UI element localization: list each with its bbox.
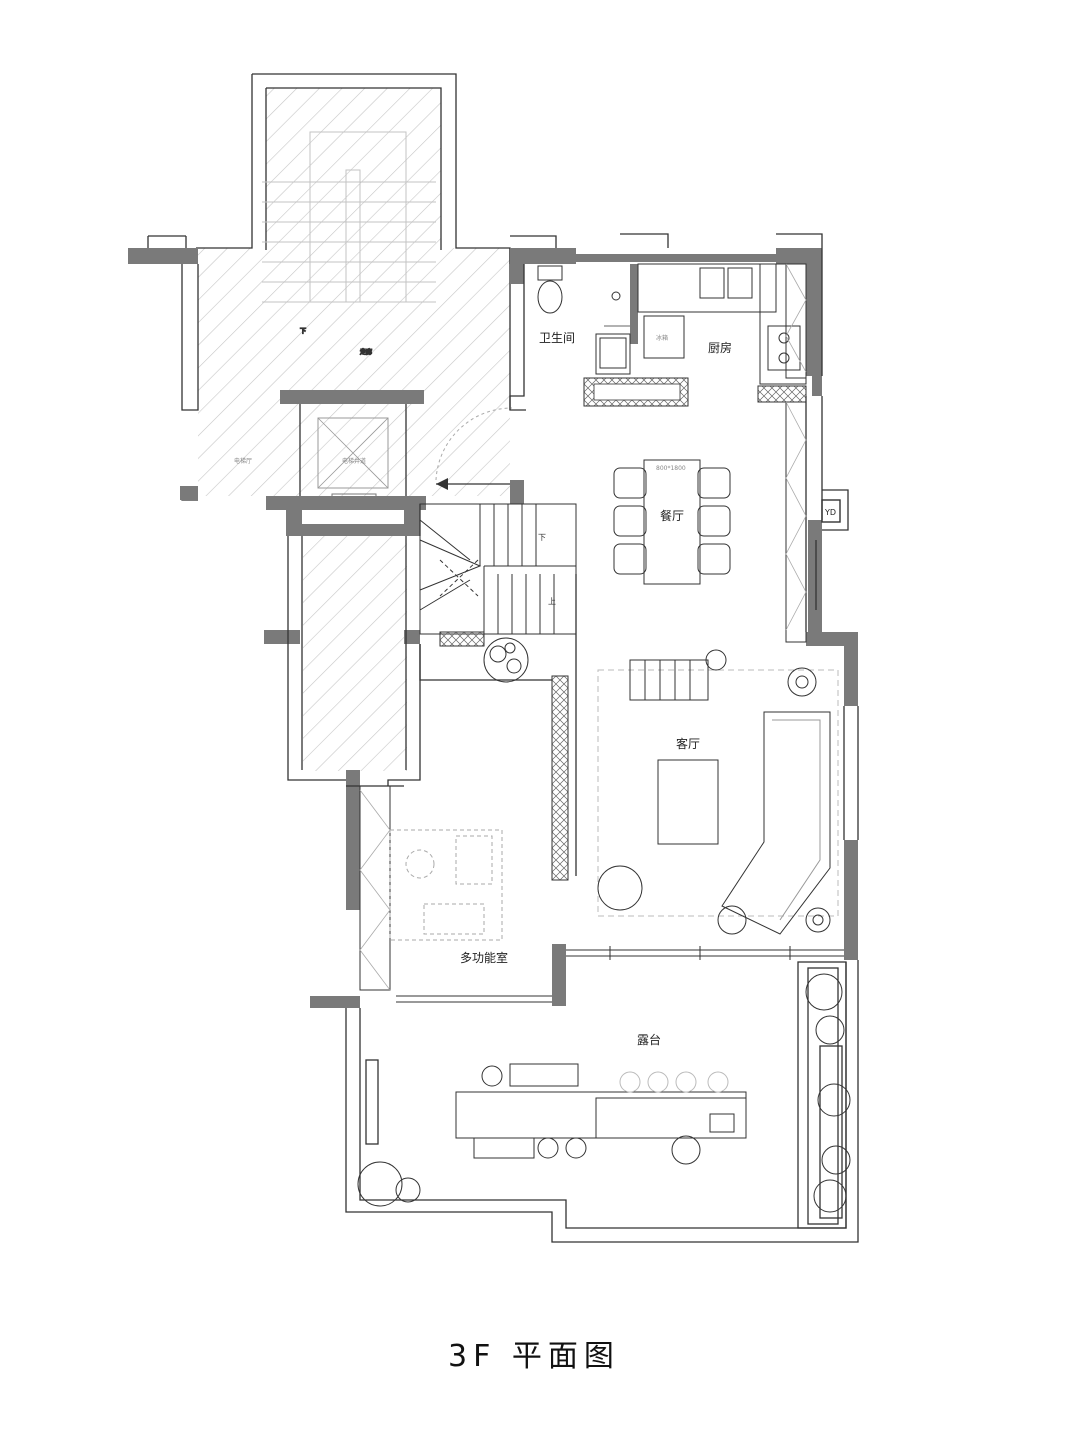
walls <box>180 248 858 1008</box>
yd-box <box>821 499 841 523</box>
main-stair <box>419 503 577 635</box>
yd-label: YD <box>824 508 836 517</box>
multi-furniture <box>389 829 503 941</box>
kitchen-wall-hatch <box>757 385 807 403</box>
left-parapet-wall <box>128 248 198 264</box>
terrace-plants <box>357 973 851 1213</box>
stair-planter <box>439 631 485 647</box>
plan-title: 3F 平面图 <box>448 1339 620 1374</box>
kitchen-label: 厨房 <box>708 340 732 355</box>
terrace-label: 露台 <box>637 1032 661 1047</box>
dining-table <box>613 459 731 585</box>
sink-bath <box>595 291 631 375</box>
table-size-label: 800*1800 <box>656 465 686 472</box>
multi-room-label: 多功能室 <box>460 950 508 965</box>
bar-stools <box>619 1071 729 1093</box>
hatched-areas <box>198 88 510 771</box>
svg-text:电梯厅: 电梯厅 <box>234 457 252 465</box>
partition-wall <box>551 675 569 881</box>
stair-tower: 走廊 下 <box>196 73 511 357</box>
living-label: 客厅 <box>676 736 700 751</box>
plant-icon <box>483 637 529 683</box>
toilet <box>537 265 563 314</box>
svg-text:走廊: 走廊 <box>360 348 372 356</box>
lobby-door-arc <box>435 407 513 481</box>
terrace-furniture <box>455 1063 747 1165</box>
multi-cabinet <box>359 785 391 991</box>
terrace-outline <box>345 960 859 1243</box>
elevator: 电梯井道 电梯厅 <box>234 390 424 503</box>
svg-text:电梯井道: 电梯井道 <box>342 457 366 465</box>
dining-label: 餐厅 <box>660 508 684 523</box>
sofa-set <box>597 649 831 935</box>
tall-cabinet <box>785 401 807 643</box>
stair-up-label: 上 <box>548 597 556 606</box>
stair-down-label: 下 <box>538 533 546 542</box>
svg-text:下: 下 <box>300 328 306 335</box>
bathroom-label: 卫生间 <box>539 331 575 345</box>
fridge-label: 冰箱 <box>656 334 668 342</box>
kitchen-counter <box>637 263 807 385</box>
sliding-doors <box>566 946 844 960</box>
